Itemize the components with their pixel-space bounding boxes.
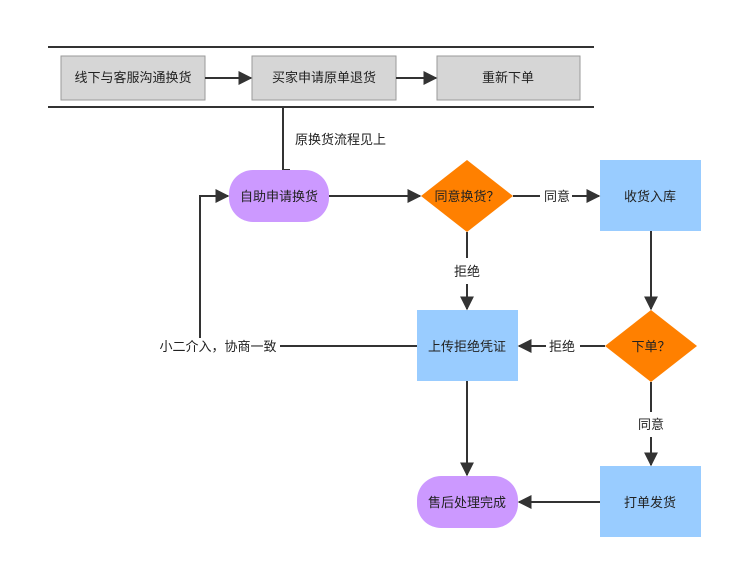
node-self-exchange-label: 自助申请换货: [240, 189, 318, 205]
step-buyer-return-label: 买家申请原单退货: [272, 70, 376, 86]
node-receive-stock: 收货入库: [600, 160, 701, 231]
node-upload-proof-label: 上传拒绝凭证: [428, 339, 506, 355]
step-buyer-return: 买家申请原单退货: [251, 55, 397, 101]
step-reorder-label: 重新下单: [482, 70, 534, 86]
step-offline-exchange-label: 线下与客服沟通换货: [74, 70, 191, 86]
node-agree-exchange: 同意换货？: [421, 160, 513, 232]
edge-original-flow: [282, 107, 290, 171]
node-place-order-label: 下单？: [631, 340, 670, 355]
label-negotiate: 小二介入，协商一致: [159, 340, 276, 355]
node-print-ship: 打单发货: [600, 466, 701, 537]
node-receive-stock-label: 收货入库: [624, 189, 676, 205]
node-after-sale-done-label: 售后处理完成: [428, 495, 506, 511]
node-after-sale-done: 售后处理完成: [417, 476, 518, 528]
label-original-flow: 原换货流程见上: [295, 132, 386, 148]
label-agree-2: 同意: [638, 417, 664, 433]
edge-upload-negotiate-b: [199, 189, 230, 338]
node-self-exchange: 自助申请换货: [229, 170, 329, 222]
step-offline-exchange: 线下与客服沟通换货: [60, 55, 206, 101]
label-reject-1: 拒绝: [454, 264, 480, 280]
node-print-ship-label: 打单发货: [624, 495, 676, 511]
step-reorder: 重新下单: [436, 55, 581, 101]
node-agree-exchange-label: 同意换货？: [434, 189, 499, 205]
node-place-order: 下单？: [605, 310, 697, 382]
label-agree-1: 同意: [544, 189, 570, 205]
node-upload-proof: 上传拒绝凭证: [417, 310, 518, 381]
label-reject-2: 拒绝: [549, 339, 575, 355]
